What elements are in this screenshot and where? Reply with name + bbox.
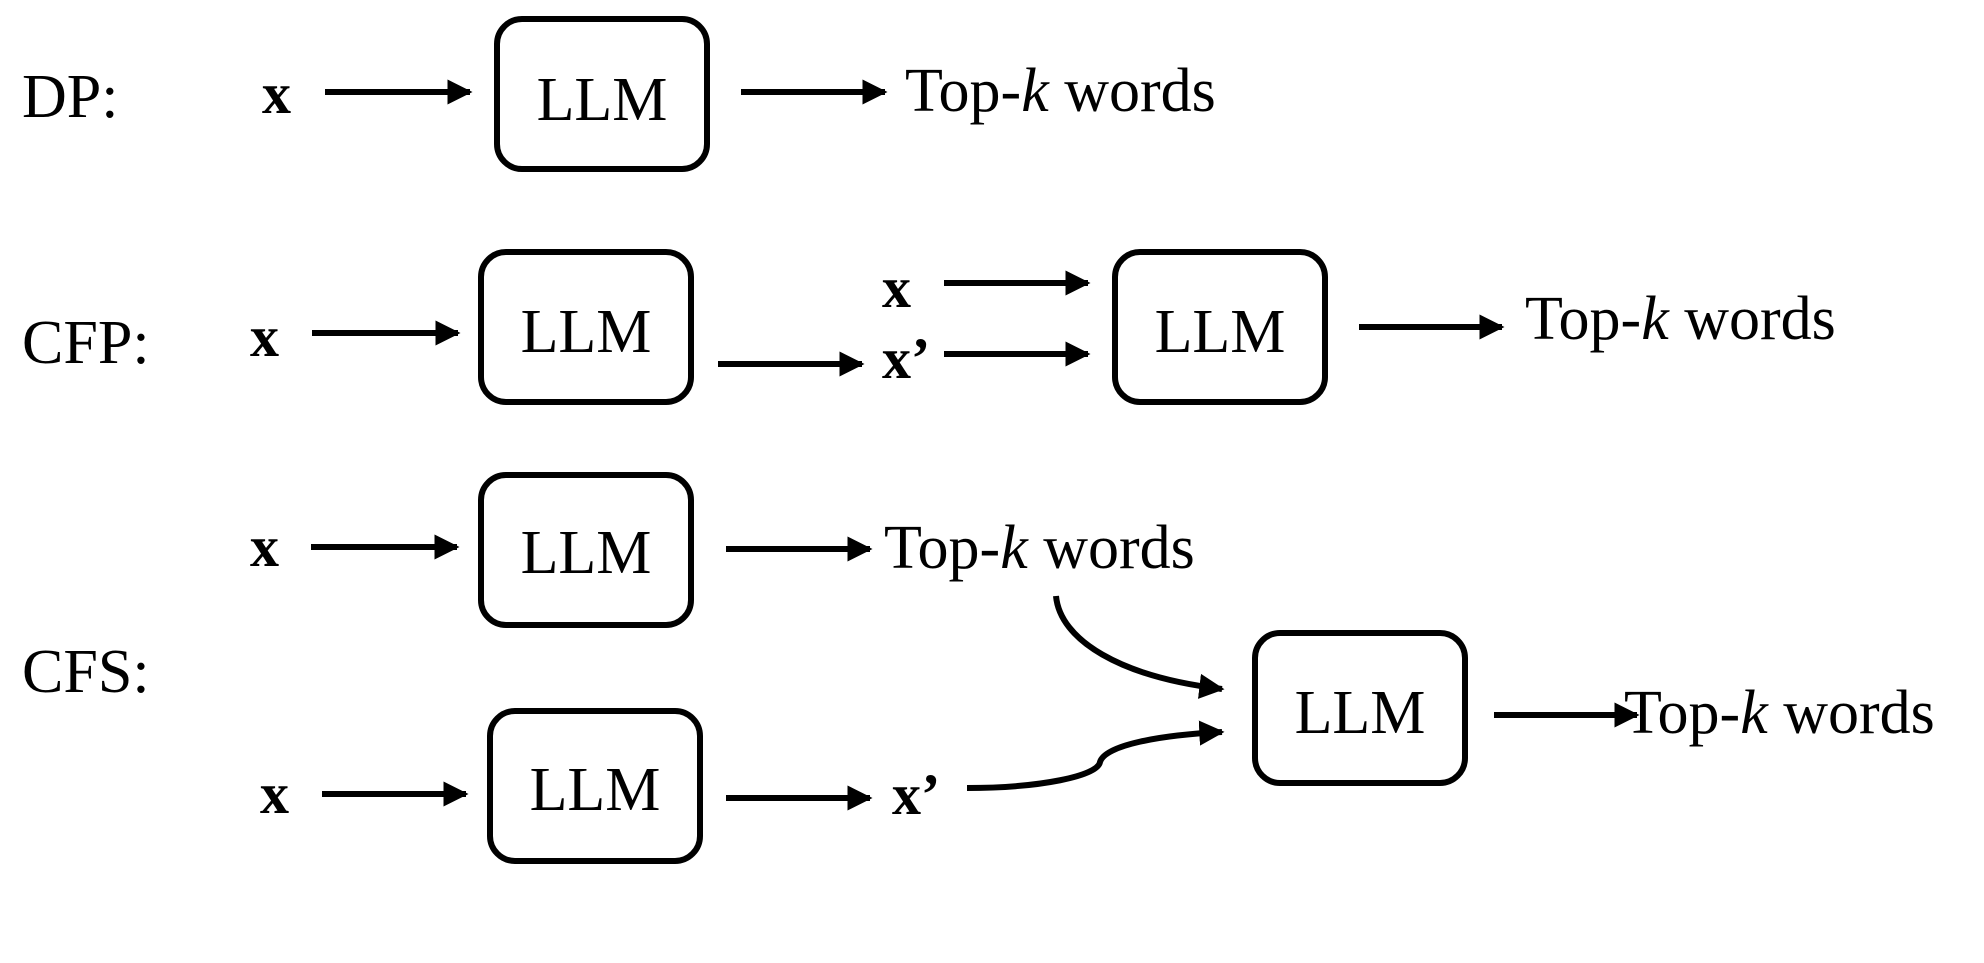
llm-label: LLM — [537, 66, 668, 134]
input-x: x — [260, 761, 289, 826]
row-cfs: CFS: x LLM Top-k words x LLM x’ LLM Top-… — [22, 472, 1935, 864]
output-top-k-words: Top-k words — [905, 57, 1216, 125]
input-x: x — [262, 61, 291, 126]
llm-label: LLM — [1155, 298, 1286, 366]
llm-label: LLM — [530, 756, 661, 824]
row-cfp: CFP: x LLM x x’ LLM Top-k words — [22, 249, 1836, 405]
row-label-dp: DP: — [22, 63, 118, 131]
cfp-input-x: x — [882, 255, 911, 320]
input-x-prime: x’ — [892, 762, 940, 827]
final-llm-box — [1252, 630, 1468, 786]
input-x: x — [250, 304, 279, 369]
llm-label: LLM — [521, 519, 652, 587]
final-llm-label: LLM — [1295, 679, 1426, 747]
cfp-input-x-prime: x’ — [882, 326, 930, 391]
row-label-cfs: CFS: — [22, 638, 150, 706]
curve-top-k-to-final-llm — [1053, 595, 1225, 699]
curve-x-prime-to-final-llm — [966, 720, 1225, 791]
output-top-k-words: Top-k words — [1624, 679, 1935, 747]
intermediate-top-k-words: Top-k words — [884, 514, 1195, 582]
llm-box — [478, 472, 694, 628]
input-x: x — [250, 514, 279, 579]
row-dp: DP: x LLM Top-k words — [22, 16, 1216, 172]
llm-label: LLM — [521, 298, 652, 366]
output-top-k-words: Top-k words — [1525, 285, 1836, 353]
row-label-cfp: CFP: — [22, 309, 150, 377]
llm-box — [487, 708, 703, 864]
llm-box — [494, 16, 710, 172]
llm-box — [1112, 249, 1328, 405]
llm-box — [478, 249, 694, 405]
